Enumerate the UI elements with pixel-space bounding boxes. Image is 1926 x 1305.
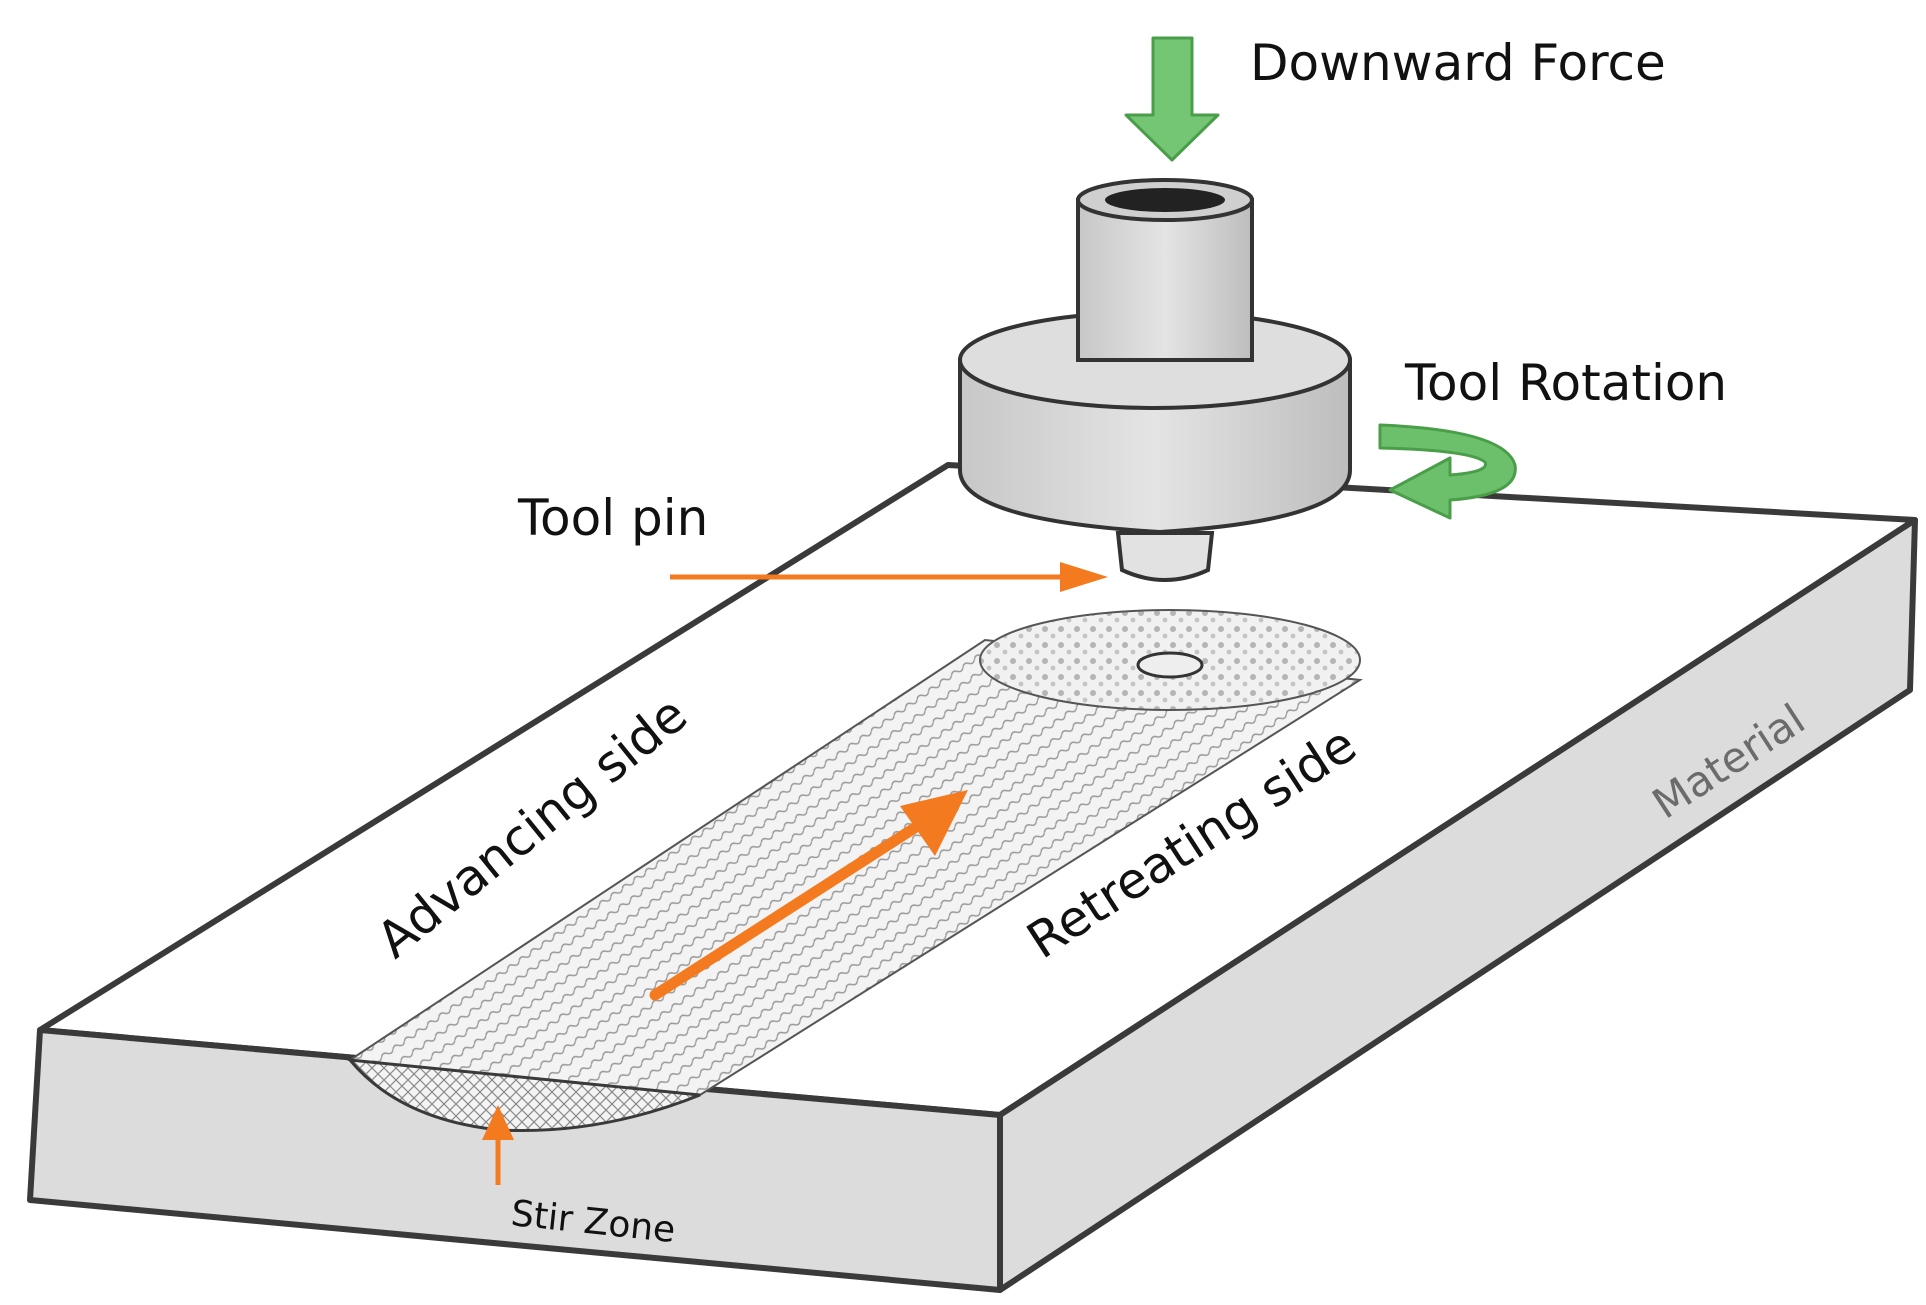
tool-pin-pointer-arrow: [670, 562, 1108, 592]
rotation-arrow-icon: [1378, 423, 1517, 520]
welding-tool: [958, 178, 1352, 582]
tool-shank-bore: [1105, 188, 1225, 212]
plate-right-face: [997, 517, 1918, 1293]
arrow-diagonal-icon: [649, 790, 968, 1001]
arrow-down-icon: [1124, 36, 1220, 162]
tool-rotation-label: Tool Rotation: [1404, 354, 1727, 412]
pin-exit-hole: [1136, 651, 1204, 679]
stir-zone-pointer-arrow: [482, 1105, 514, 1185]
downward-force-label: Downward Force: [1250, 34, 1666, 92]
tool-pin: [1115, 531, 1215, 582]
tool-shank: [1076, 198, 1254, 362]
tool-pin-label: Tool pin: [517, 489, 708, 547]
